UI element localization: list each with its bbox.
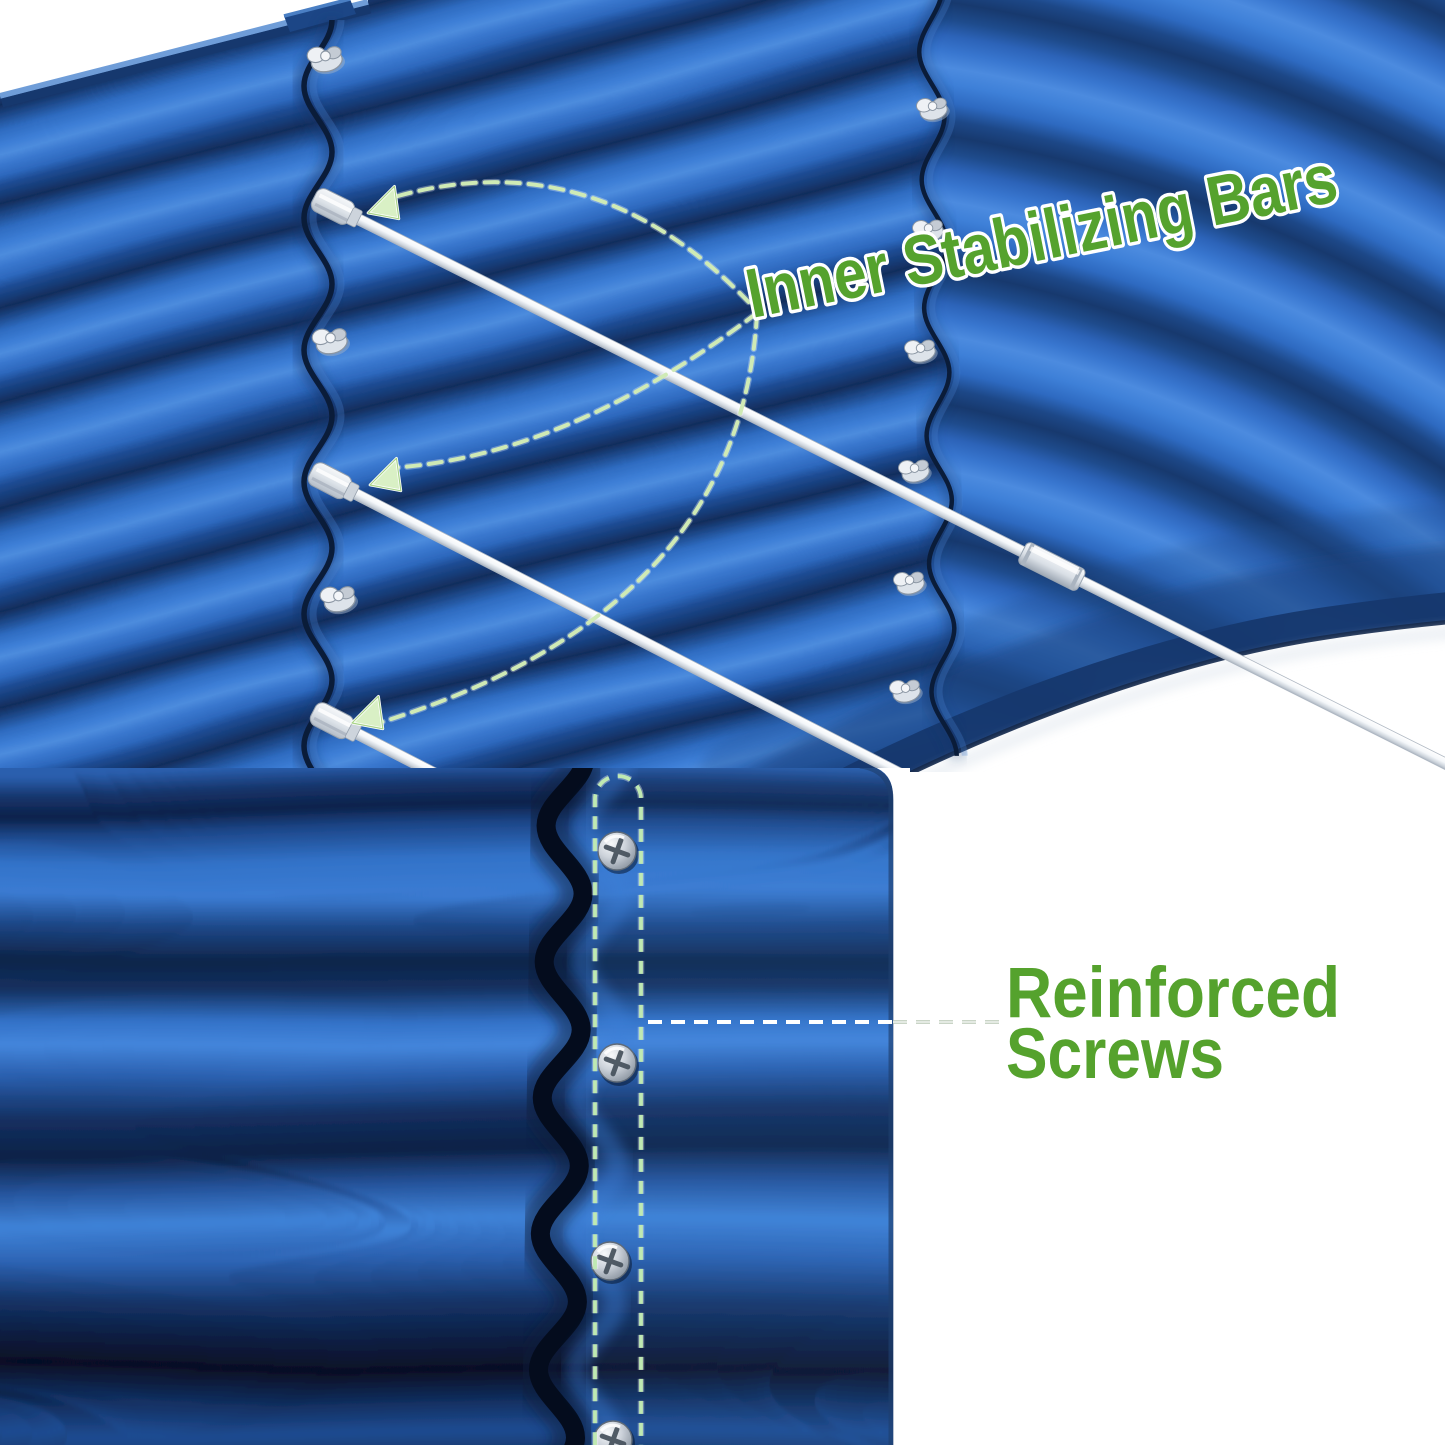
screws-highlight-stadium xyxy=(591,772,645,1445)
corrugated-panel-closeup xyxy=(0,768,910,1445)
stabilizing-bar-3 xyxy=(309,702,464,772)
screws-label-line1: Reinforced xyxy=(1006,954,1340,1033)
stabilizing-bar-1 xyxy=(310,188,1445,772)
bed-floor-white xyxy=(913,622,1445,772)
callout-arc-1 xyxy=(396,180,759,313)
screw-head xyxy=(593,1420,635,1445)
bottom-photo xyxy=(0,768,910,1445)
screws-label-line2: Screws xyxy=(1006,1015,1224,1094)
arrowhead-icon-2 xyxy=(368,456,403,493)
screw-head xyxy=(597,1043,639,1086)
callout-arcs xyxy=(378,178,761,726)
stabilizing-bar-2 xyxy=(307,462,953,772)
wing-nut-fastener xyxy=(306,46,346,75)
screw-head xyxy=(590,1241,632,1284)
wing-nut-fastener xyxy=(916,97,950,123)
callout-arc-2 xyxy=(388,311,759,470)
wing-nut-fastener xyxy=(898,459,932,485)
callout-arc-3 xyxy=(380,312,759,724)
bar-collar xyxy=(342,481,360,502)
screws-label: Reinforced Screws xyxy=(1006,954,1340,1094)
corrugated-wall-left xyxy=(0,0,980,772)
wing-nut-fastener xyxy=(893,571,927,597)
wing-nut-fastener xyxy=(889,679,923,705)
bar-coupler xyxy=(1018,542,1086,591)
wing-nut-fastener xyxy=(912,219,946,245)
panel-edge-tab xyxy=(284,0,356,32)
wing-nut-fastener xyxy=(319,586,359,615)
arrowhead-icon-1 xyxy=(366,184,401,221)
top-photo: Inner Stabilizing Bars xyxy=(0,0,1445,772)
bar-collar xyxy=(346,207,363,228)
panel-seam-left xyxy=(295,19,345,772)
wing-nut-fastener xyxy=(904,339,938,365)
arrowhead-icon-3 xyxy=(350,694,385,731)
screw-head xyxy=(597,831,639,874)
wing-nut-fastener xyxy=(311,328,351,357)
panel-seam-closeup xyxy=(514,768,634,1445)
